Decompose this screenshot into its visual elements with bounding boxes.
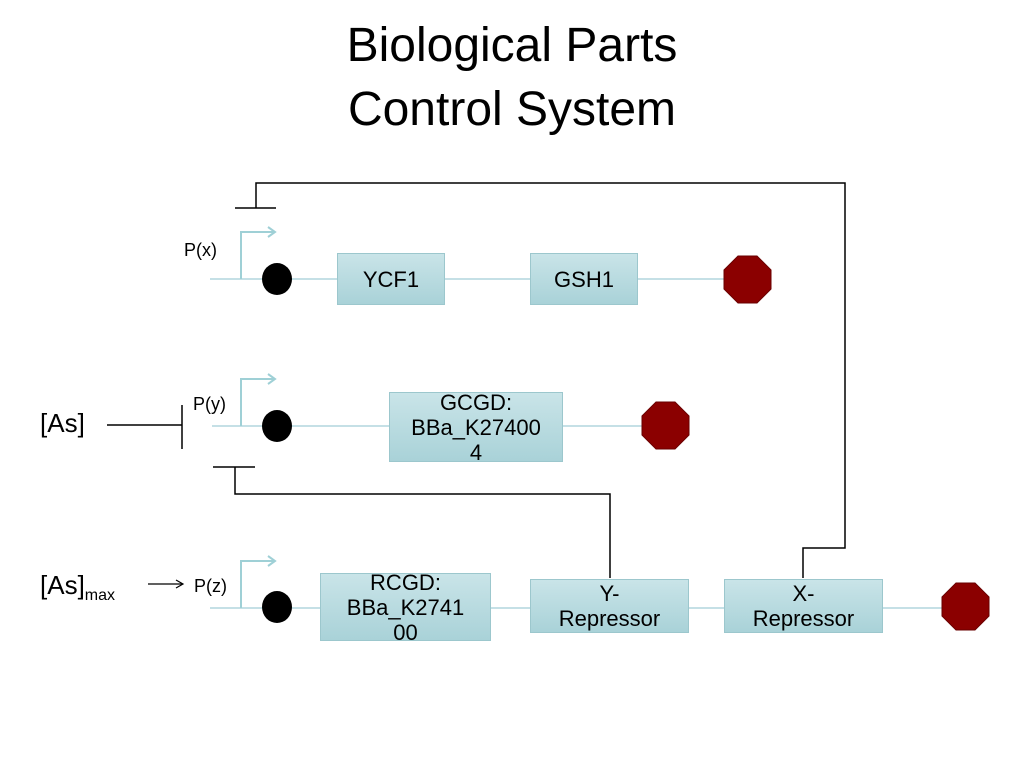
part-x-repressor: X- Repressor [724, 579, 883, 633]
as-max-input-label: [As]max [40, 570, 115, 605]
part-gsh1-label: GSH1 [554, 266, 614, 292]
y-repression-wire [234, 467, 611, 578]
part-gcgd-line-1: GCGD: [439, 389, 513, 415]
promoter-z-arrow [240, 555, 277, 608]
part-gcgd-line-3: 4 [469, 439, 483, 465]
part-rcgd-line-3: 00 [393, 619, 418, 645]
rbs-row-1 [262, 263, 292, 295]
part-x-repressor-line-1: X- [792, 581, 815, 606]
promoter-x-arrow [240, 226, 277, 279]
title-line-2: Control System [347, 83, 677, 136]
promoter-z-label: P(z) [194, 576, 227, 596]
as-max-subscript: max [84, 587, 116, 605]
part-rcgd-line-2: BBa_K2741 [346, 594, 465, 620]
part-y-repressor-line-1: Y- [599, 581, 620, 606]
part-rcgd-line-1: RCGD: [370, 569, 441, 595]
part-gsh1: GSH1 [530, 253, 638, 305]
part-y-repressor-line-2: Repressor [558, 606, 661, 631]
rbs-row-2 [262, 410, 292, 442]
part-y-repressor: Y- Repressor [530, 579, 689, 633]
promoter-x-label: P(x) [184, 240, 217, 260]
as-max-base: [As] [40, 570, 85, 600]
part-gcgd: GCGD: BBa_K27400 4 [389, 389, 563, 465]
rbs-row-3 [262, 591, 292, 623]
part-gcgd-line-2: BBa_K27400 [411, 414, 541, 440]
x-repression-wire [255, 182, 846, 578]
promoter-y-arrow [240, 373, 277, 426]
part-x-repressor-line-2: Repressor [752, 606, 855, 631]
terminator-row-1 [723, 255, 772, 304]
promoter-y-label: P(y) [193, 394, 226, 414]
terminator-row-2 [641, 401, 690, 450]
part-ycf1: YCF1 [337, 253, 445, 305]
part-ycf1-label: YCF1 [362, 266, 420, 292]
terminator-row-3 [941, 582, 990, 631]
diagram-title: Biological Parts Control System [0, 14, 1024, 142]
as-input-label: [As] [40, 408, 85, 438]
as-max-arrow-head [175, 579, 185, 589]
part-rcgd: RCGD: BBa_K2741 00 [320, 569, 491, 645]
title-line-1: Biological Parts [346, 19, 678, 72]
